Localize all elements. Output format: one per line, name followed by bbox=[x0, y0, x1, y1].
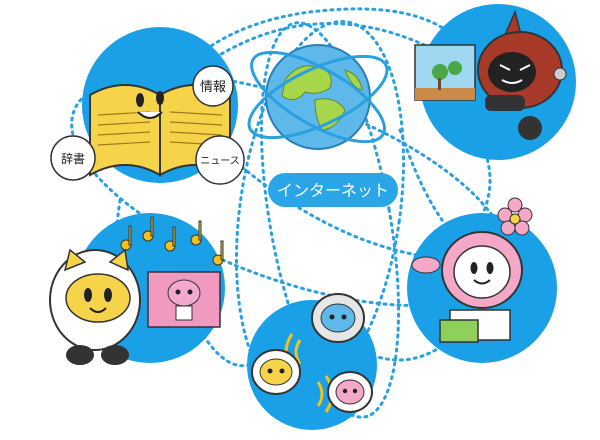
bubble-news: ニュース bbox=[195, 135, 245, 185]
bubble-info: 情報 bbox=[192, 65, 234, 107]
shopping-robot-icon bbox=[411, 231, 523, 343]
music-note-icon bbox=[142, 216, 154, 242]
game-robot-icon bbox=[477, 9, 567, 140]
game-screen bbox=[414, 44, 476, 101]
music-notes bbox=[120, 216, 224, 266]
game-node bbox=[414, 4, 576, 160]
shopping-node bbox=[407, 197, 557, 363]
music-note-icon bbox=[190, 220, 202, 246]
communication-node bbox=[247, 293, 377, 430]
communication-robots-icon bbox=[251, 293, 373, 413]
internet-label: インターネット bbox=[277, 181, 389, 200]
music-node bbox=[49, 213, 225, 365]
bubble-dictionary: 辞書 bbox=[50, 135, 96, 181]
music-robot-icon bbox=[49, 248, 141, 365]
music-note-icon bbox=[212, 240, 224, 266]
bubble-news-label: ニュース bbox=[200, 156, 240, 167]
bubble-dictionary-label: 辞書 bbox=[61, 151, 85, 166]
bubble-info-label: 情報 bbox=[200, 80, 226, 95]
music-screen bbox=[147, 271, 221, 328]
flower-icon bbox=[497, 197, 533, 236]
music-note-icon bbox=[164, 226, 176, 252]
information-node: 情報 辞書 ニュース bbox=[50, 27, 245, 185]
internet-label-pill: インターネット bbox=[268, 173, 398, 207]
music-note-icon bbox=[120, 225, 132, 251]
globe-icon bbox=[247, 44, 389, 150]
